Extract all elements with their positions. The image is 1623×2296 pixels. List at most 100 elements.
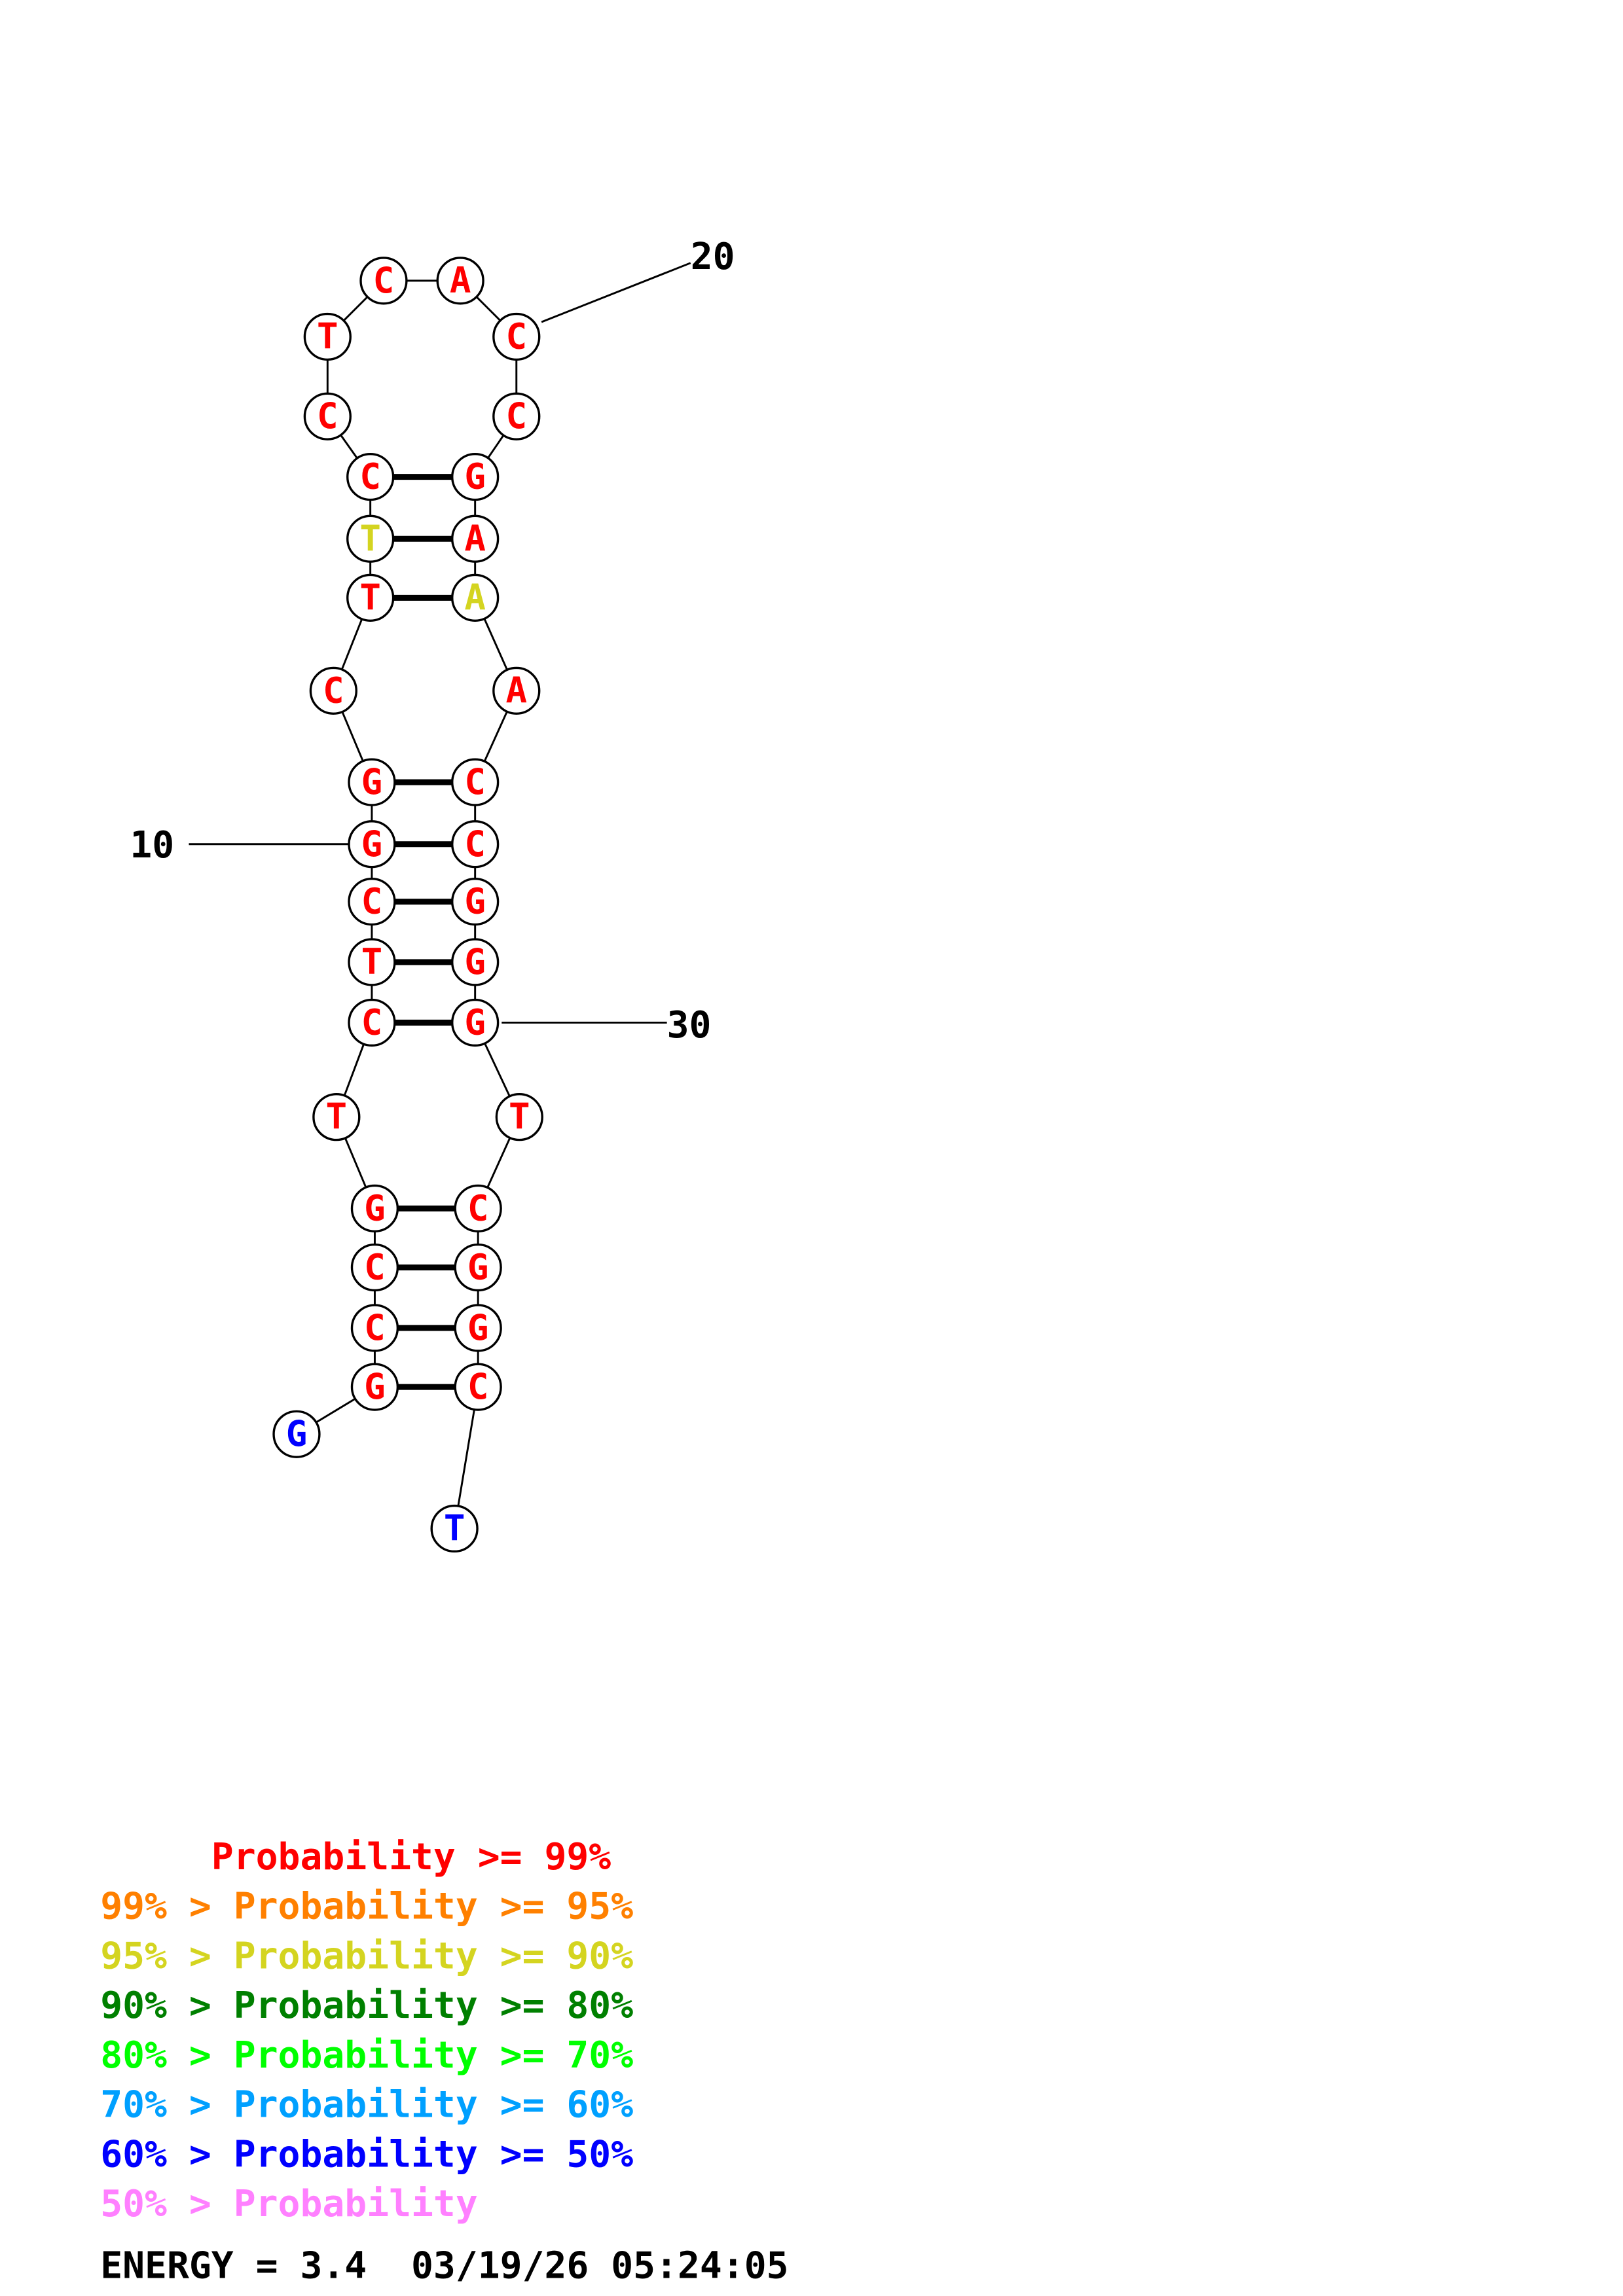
nucleotide-letter: G [464,941,486,982]
nucleotide-letter: T [359,577,381,618]
nucleotide-letter: C [505,316,527,357]
nucleotide-letter: A [464,518,486,559]
nucleotide-letter: G [361,761,383,802]
nucleotide: G [350,1363,399,1411]
nucleotide-letter: G [286,1413,308,1454]
nucleotide: G [454,1304,502,1352]
nucleotide-letter: G [364,1366,386,1407]
nucleotide: T [346,514,395,563]
nucleotide-letter: C [364,1247,386,1288]
nucleotide-letter: C [373,260,395,301]
legend-item: 70% > Probability >= 60% [100,2084,633,2126]
nucleotide-letter: C [323,670,344,711]
legend-item: 99% > Probability >= 95% [100,1886,633,1928]
nucleotide-letter: G [464,456,486,497]
nucleotide-circle [451,514,500,563]
nucleotide-letter: A [464,577,486,618]
legend-item: 50% > Probability [100,2183,478,2225]
nucleotide-circle [346,452,395,501]
nucleotide: T [303,312,352,361]
nucleotide: T [348,938,396,986]
nucleotide-letter: T [359,518,381,559]
nucleotide: T [495,1093,543,1141]
nucleotide: G [348,758,396,806]
nucleotide-circle [454,1243,502,1292]
nucleotide-letter: G [364,1187,386,1229]
nucleotide: C [350,1304,399,1352]
nucleotide: C [492,392,541,440]
legend-item: 95% > Probability >= 90% [100,1935,633,1977]
nucleotide-letter: G [464,1001,486,1043]
nucleotide-letter: T [317,316,338,357]
nucleotide-letter: C [464,823,486,865]
nucleotide-circle [348,878,396,926]
nucleotide-circle [272,1410,321,1458]
nucleotide-circle [451,998,500,1047]
nucleotide: T [430,1504,479,1553]
nucleotide-letter: C [467,1187,489,1229]
nucleotide: C [350,1243,399,1292]
position-label: 20 [691,236,735,278]
nucleotide-circle [350,1243,399,1292]
nucleotide-circle [454,1184,502,1233]
nucleotide: G [348,820,396,869]
nucleotide-circle [454,1304,502,1352]
nucleotide-letter: T [361,941,383,982]
nucleotide-circle [359,257,408,305]
nucleotide-circle [492,392,541,440]
legend-item: 90% > Probability >= 80% [100,1984,633,2027]
nucleotide-circle [348,998,396,1047]
nucleotide-circle [346,573,395,622]
nucleotide: C [348,998,396,1047]
nucleotide: A [451,573,500,622]
nucleotide: C [492,312,541,361]
nucleotide-circle [492,312,541,361]
nucleotide-letter: G [361,823,383,865]
nucleotide-circle [454,1363,502,1411]
position-label: 10 [130,824,174,867]
nucleotide-circle [495,1093,543,1141]
nucleotide: G [451,938,500,986]
nucleotide-letter: G [467,1247,489,1288]
nucleotide-circle [309,666,357,715]
nucleotide-letter: C [317,395,338,437]
nucleotide: C [451,820,500,869]
nucleotide: C [346,452,395,501]
nucleotide: G [272,1410,321,1458]
nucleotide: T [312,1093,361,1141]
nucleotide: C [348,878,396,926]
nucleotide-circle [350,1363,399,1411]
nucleotide-circle [451,452,500,501]
nucleotide-letter: T [509,1096,530,1138]
nucleotide: C [309,666,357,715]
nucleotide-circle [348,758,396,806]
nucleotide-circle [492,666,541,715]
nucleotide-circle [451,758,500,806]
nucleotide-circle [430,1504,479,1553]
nucleotide-circle [350,1184,399,1233]
nucleotide-circle [451,938,500,986]
nucleotide-letter: G [467,1307,489,1348]
probability-legend: Probability >= 99%99% > Probability >= 9… [100,1836,633,2225]
nucleotide-circle [451,820,500,869]
nucleotide-letter: T [444,1507,465,1549]
nucleotide: G [451,998,500,1047]
nucleotide-circle [303,312,352,361]
nucleotide-letter: C [361,881,383,922]
nucleotide: T [346,573,395,622]
nucleotide: A [492,666,541,715]
nucleotide: G [350,1184,399,1233]
nucleotide-letter: C [361,1001,383,1043]
nucleotide-letter: T [326,1096,348,1138]
legend-item: 80% > Probability >= 70% [100,2034,633,2077]
position-label: 30 [667,1004,712,1047]
nucleotide: G [454,1243,502,1292]
nucleotide-circle [436,257,484,305]
nucleotide-letter: C [505,395,527,437]
nucleotide-circle [451,573,500,622]
nucleotide-letter: C [464,761,486,802]
nucleotide-circle [348,820,396,869]
nucleotide: C [451,758,500,806]
